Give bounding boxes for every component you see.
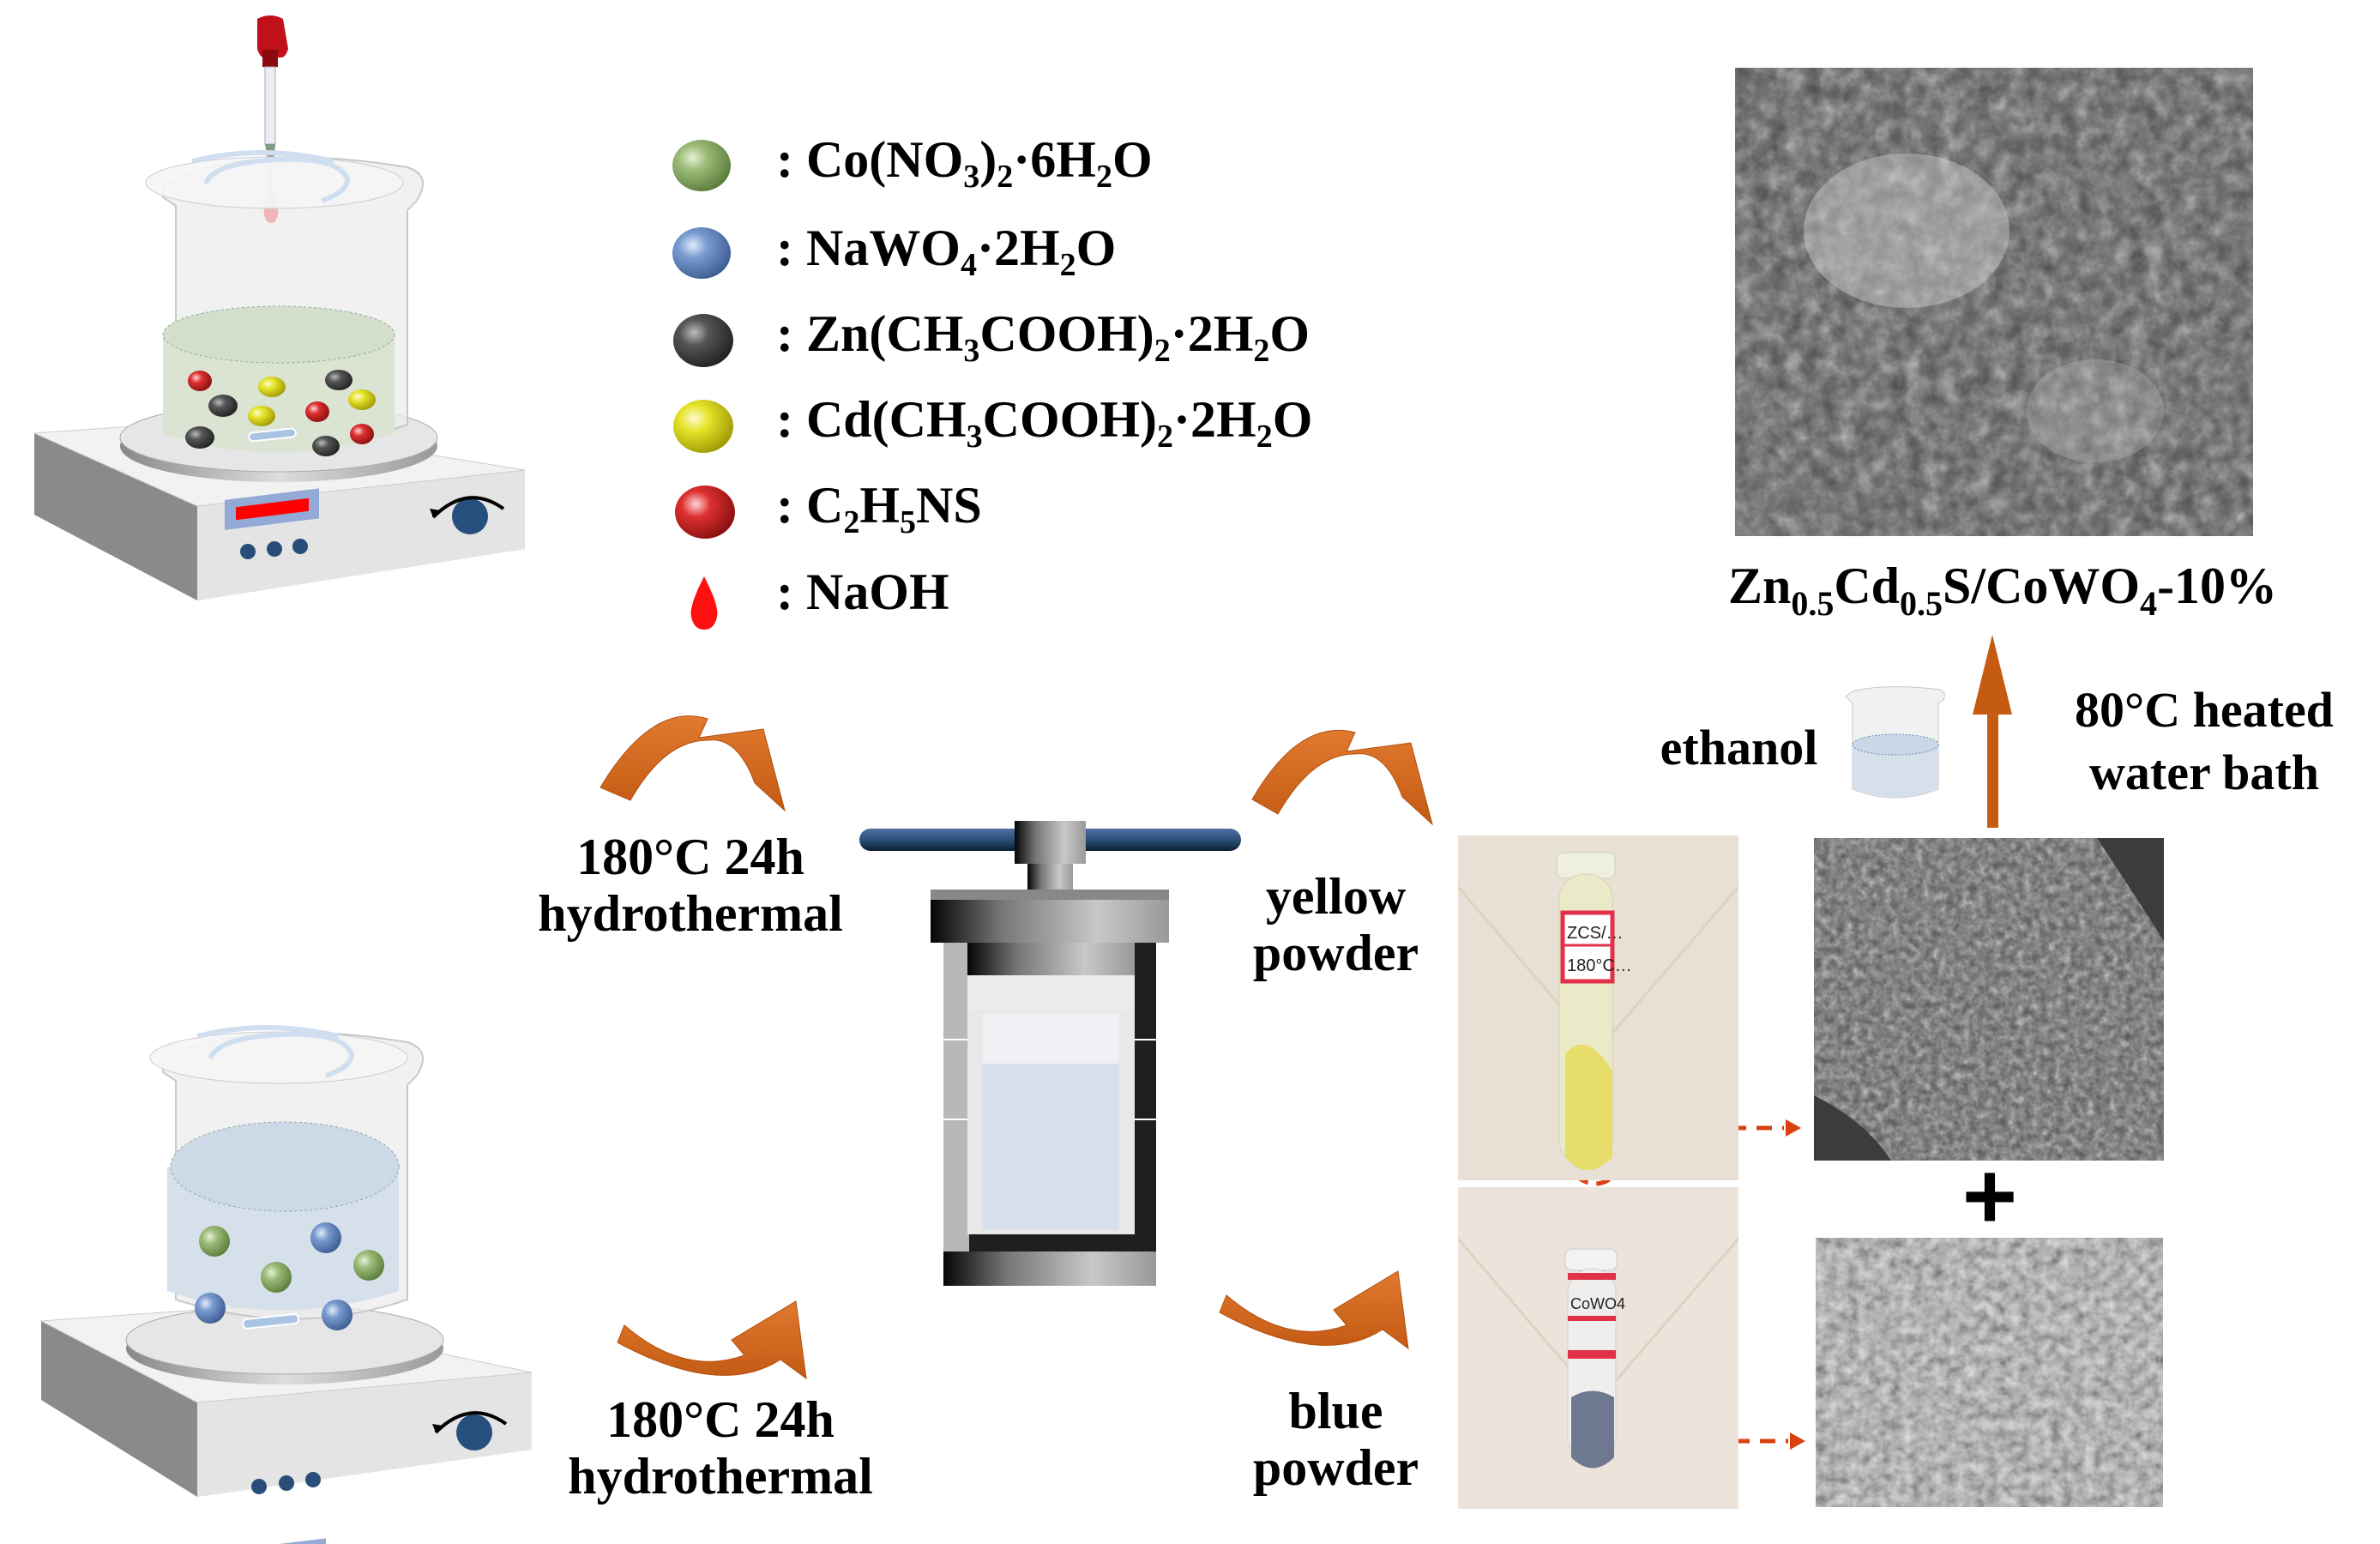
legend-item-cobalt-nitrate: : Co(NO3)2·6H2O [776,131,1153,195]
sem-image-composite [1735,68,2253,536]
speed-knob-icon [452,498,488,534]
legend-item-sodium-hydroxide: : NaOH [776,563,949,620]
legend-item-cadmium-acetate: : Cd(CH3COOH)2·2H2O [776,391,1313,455]
speed-knob-icon [456,1414,492,1451]
blue-tube-label: CoWO4 [1570,1295,1625,1312]
blue-sphere-icon [672,227,731,279]
ethanol-label: ethanol [1660,720,1818,775]
dark-gray-sphere-icon [673,314,733,367]
up-arrow-icon [1973,635,2012,828]
curved-arrow-icon [600,715,1433,1380]
sem-image-cowo4 [1816,1238,2163,1507]
legend-icons [672,140,735,630]
ethanol-beaker-icon [1845,685,1945,799]
stir-rotation-icon [191,150,351,203]
bottom-magnetic-stirrer [39,1025,533,1544]
legend-item-thioacetamide: : C2H5NS [776,477,982,540]
final-product-title: Zn0.5Cd0.5S/CoWO4-10% [1727,558,2278,623]
top-magnetic-stirrer [33,15,526,600]
legend-item-sodium-tungstate: : NaWO4·2H2O [776,220,1117,283]
blue-powder-tube-photo: CoWO4 [1458,1187,1738,1509]
yellow-sphere-icon [673,400,733,453]
plus-sign: + [1961,1143,2018,1249]
legend-item-zinc-acetate: : Zn(CH3COOH)2·2H2O [776,305,1311,369]
sem-image-zn-cd-s [1814,838,2164,1161]
autoclave-reactor-icon [859,821,1241,1286]
red-sphere-icon [675,486,735,539]
green-sphere-icon [672,140,731,191]
red-droplet-icon [690,576,718,630]
stir-rotation-icon [196,1025,355,1078]
yellow-tube-label-1: ZCS/… [1567,924,1624,943]
yellow-tube-label-2: 180°C… [1567,956,1632,975]
yellow-powder-tube-photo: ZCS/… 180°C… [1458,835,1738,1180]
